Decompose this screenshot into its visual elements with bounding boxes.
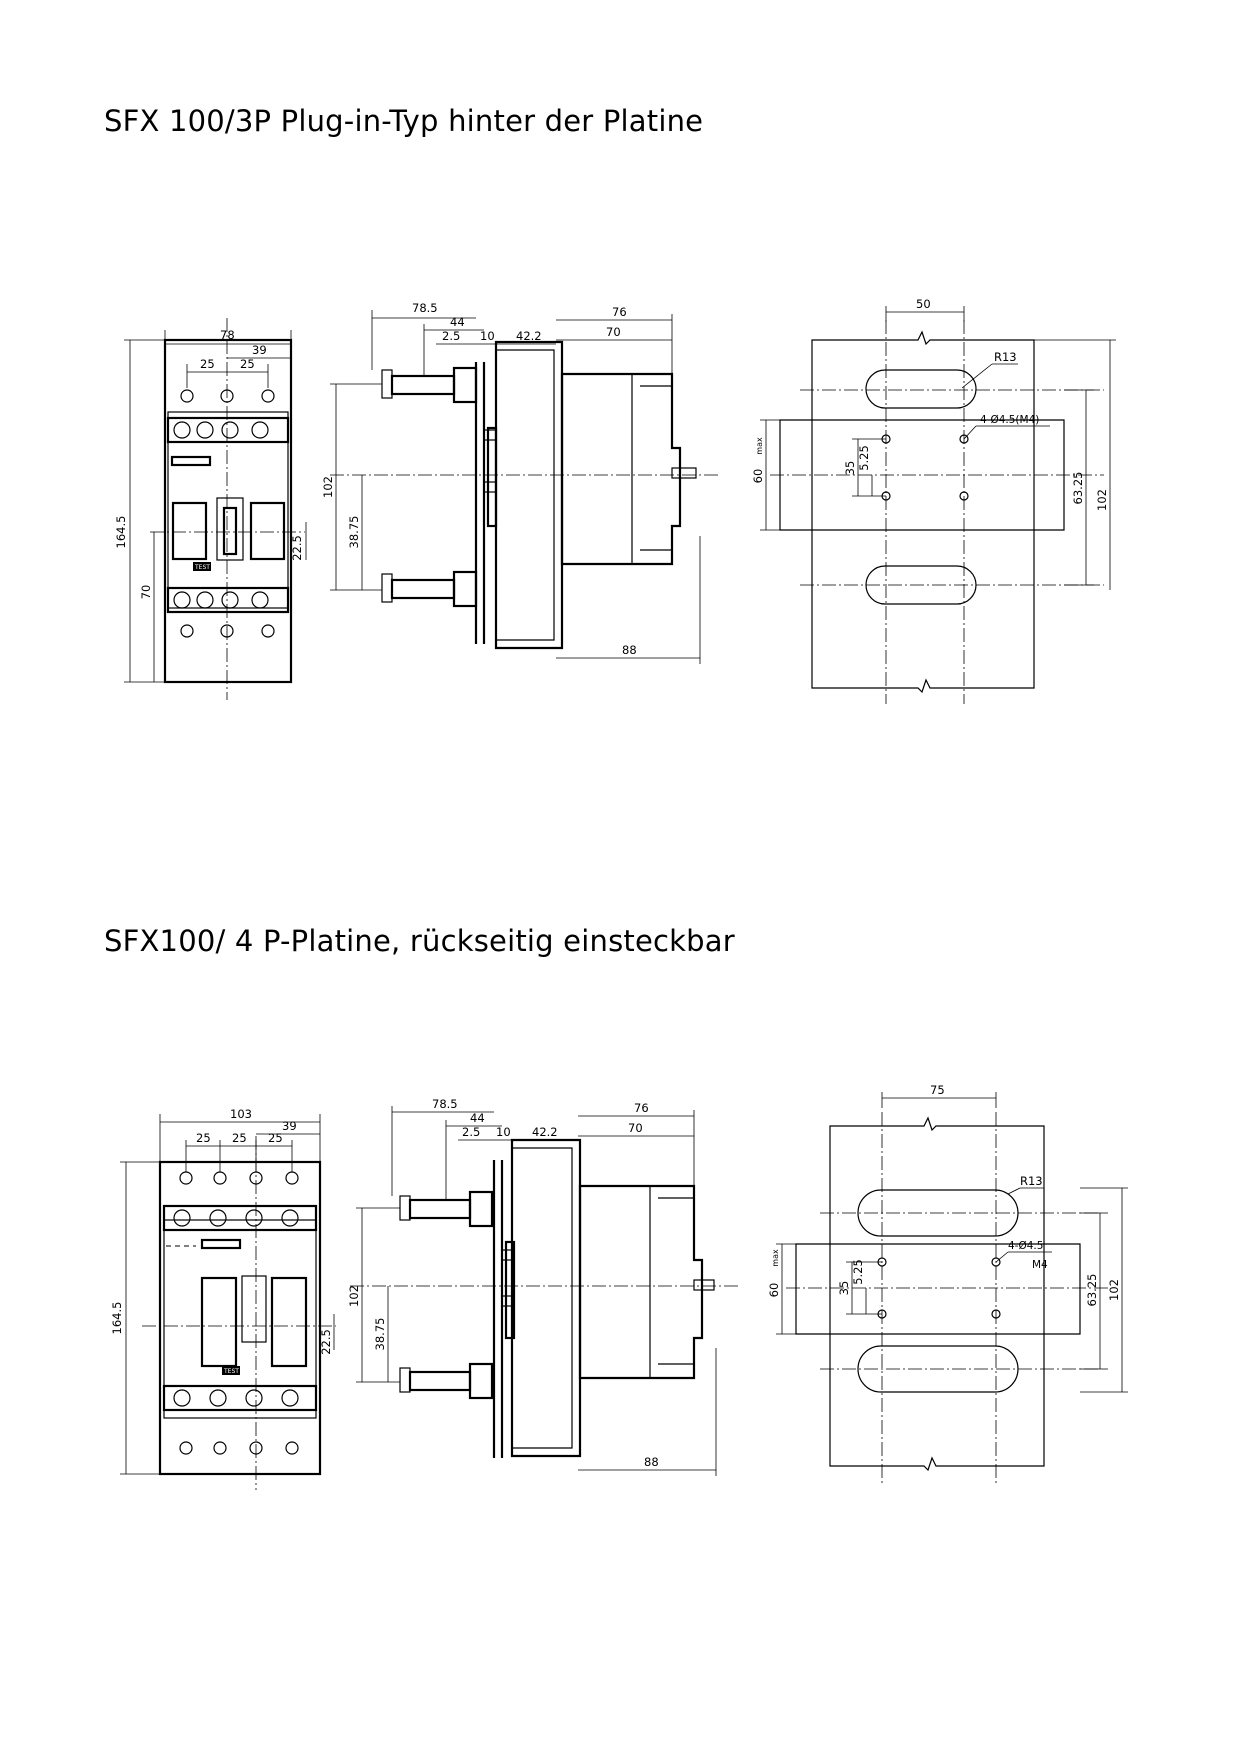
cutout-view-3p: 50 R13 4-Ø4.5(M4) 35 5.25 60 max 63.25 1…: [751, 297, 1116, 704]
dim-hole-offset: 5.25: [857, 445, 871, 471]
dim-pitch-a: 25: [196, 1131, 211, 1145]
dim-plate: 10: [496, 1125, 511, 1139]
side-view-3p: 78.5 44 2.5 10 42.2 76 70 88 102 38.75: [321, 301, 720, 664]
dim-overall: 78.5: [432, 1097, 458, 1111]
dim-hole-offset: 5.25: [851, 1259, 865, 1285]
dim-thread: M4: [1032, 1259, 1048, 1271]
dim-holes: 4-Ø4.5(M4): [980, 414, 1039, 426]
dim-depth-bottom: 88: [644, 1455, 659, 1469]
dim-terminal: 44: [470, 1111, 485, 1125]
dim-pitch-b: 25: [240, 357, 255, 371]
dim-overall: 78.5: [412, 301, 438, 315]
dim-depth-bottom: 88: [622, 643, 637, 657]
dim-side-height: 102: [321, 476, 335, 498]
dim-cutout-width: 75: [930, 1083, 945, 1097]
dim-width: 103: [230, 1107, 252, 1121]
dim-holes: 4-Ø4.5: [1008, 1240, 1043, 1252]
dim-window: 60: [751, 469, 765, 484]
dim-pitch-c: 25: [268, 1131, 283, 1145]
dim-cutout-width: 50: [916, 297, 931, 311]
dim-half: 39: [282, 1119, 297, 1133]
dim-radius: R13: [1020, 1174, 1043, 1188]
test-label: TEST: [194, 564, 210, 571]
dim-hole-spacing: 35: [843, 461, 857, 476]
front-view-4p: TEST 103 39 25 25 25 164.5 22.5: [110, 1107, 336, 1490]
dim-width: 78: [220, 328, 235, 342]
dim-body: 70: [606, 325, 621, 339]
dim-cutout-overall: 102: [1095, 489, 1109, 511]
dim-pitch-b: 25: [232, 1131, 247, 1145]
dim-cutout-overall: 102: [1107, 1279, 1121, 1301]
dim-side-height: 102: [347, 1285, 361, 1307]
dim-gap: 2.5: [462, 1125, 480, 1139]
dim-terminal: 44: [450, 315, 465, 329]
dim-height: 164.5: [114, 516, 128, 549]
front-view-3p: TEST 78 39 25 25 164.5 70 22.5: [114, 318, 307, 700]
cutout-view-4p: 75 R13 4-Ø4.5 M4 35 5.25 60 max 63.25 10…: [767, 1083, 1128, 1484]
dim-pitch-a: 25: [200, 357, 215, 371]
dim-stud: 42.2: [516, 329, 542, 343]
dim-half: 39: [252, 343, 267, 357]
side-view-4p: 78.5 44 2.5 10 42.2 76 70 88 102 38.75: [347, 1097, 740, 1476]
dim-lower: 70: [139, 585, 153, 600]
dim-height: 164.5: [110, 1302, 124, 1335]
dim-plate: 10: [480, 329, 495, 343]
dim-window-note: max: [771, 1249, 780, 1267]
test-label: TEST: [223, 1368, 239, 1375]
dim-window-note: max: [755, 437, 764, 455]
dim-radius: R13: [994, 350, 1017, 364]
dim-depth-top: 76: [612, 305, 627, 319]
dim-slot-pitch: 63.25: [1085, 1274, 1099, 1307]
section-title-4p: SFX100/ 4 P-Platine, rückseitig einsteck…: [104, 924, 735, 958]
dim-stud: 42.2: [532, 1125, 558, 1139]
dim-window: 60: [767, 1283, 781, 1298]
drawing-3p: TEST 78 39 25 25 164.5 70 22.5: [114, 297, 1116, 704]
dim-slot-pitch: 63.25: [1071, 472, 1085, 505]
dim-offset: 22.5: [319, 1329, 333, 1355]
dim-hole-spacing: 35: [837, 1281, 851, 1296]
dim-body: 70: [628, 1121, 643, 1135]
dim-offset: 22.5: [290, 535, 304, 561]
dim-side-lower: 38.75: [347, 516, 361, 549]
dim-side-lower: 38.75: [373, 1318, 387, 1351]
dim-depth-top: 76: [634, 1101, 649, 1115]
dim-gap: 2.5: [442, 329, 460, 343]
section-title-3p: SFX 100/3P Plug-in-Typ hinter der Platin…: [104, 104, 704, 138]
drawing-4p: TEST 103 39 25 25 25 164.5 22.5: [110, 1083, 1128, 1490]
